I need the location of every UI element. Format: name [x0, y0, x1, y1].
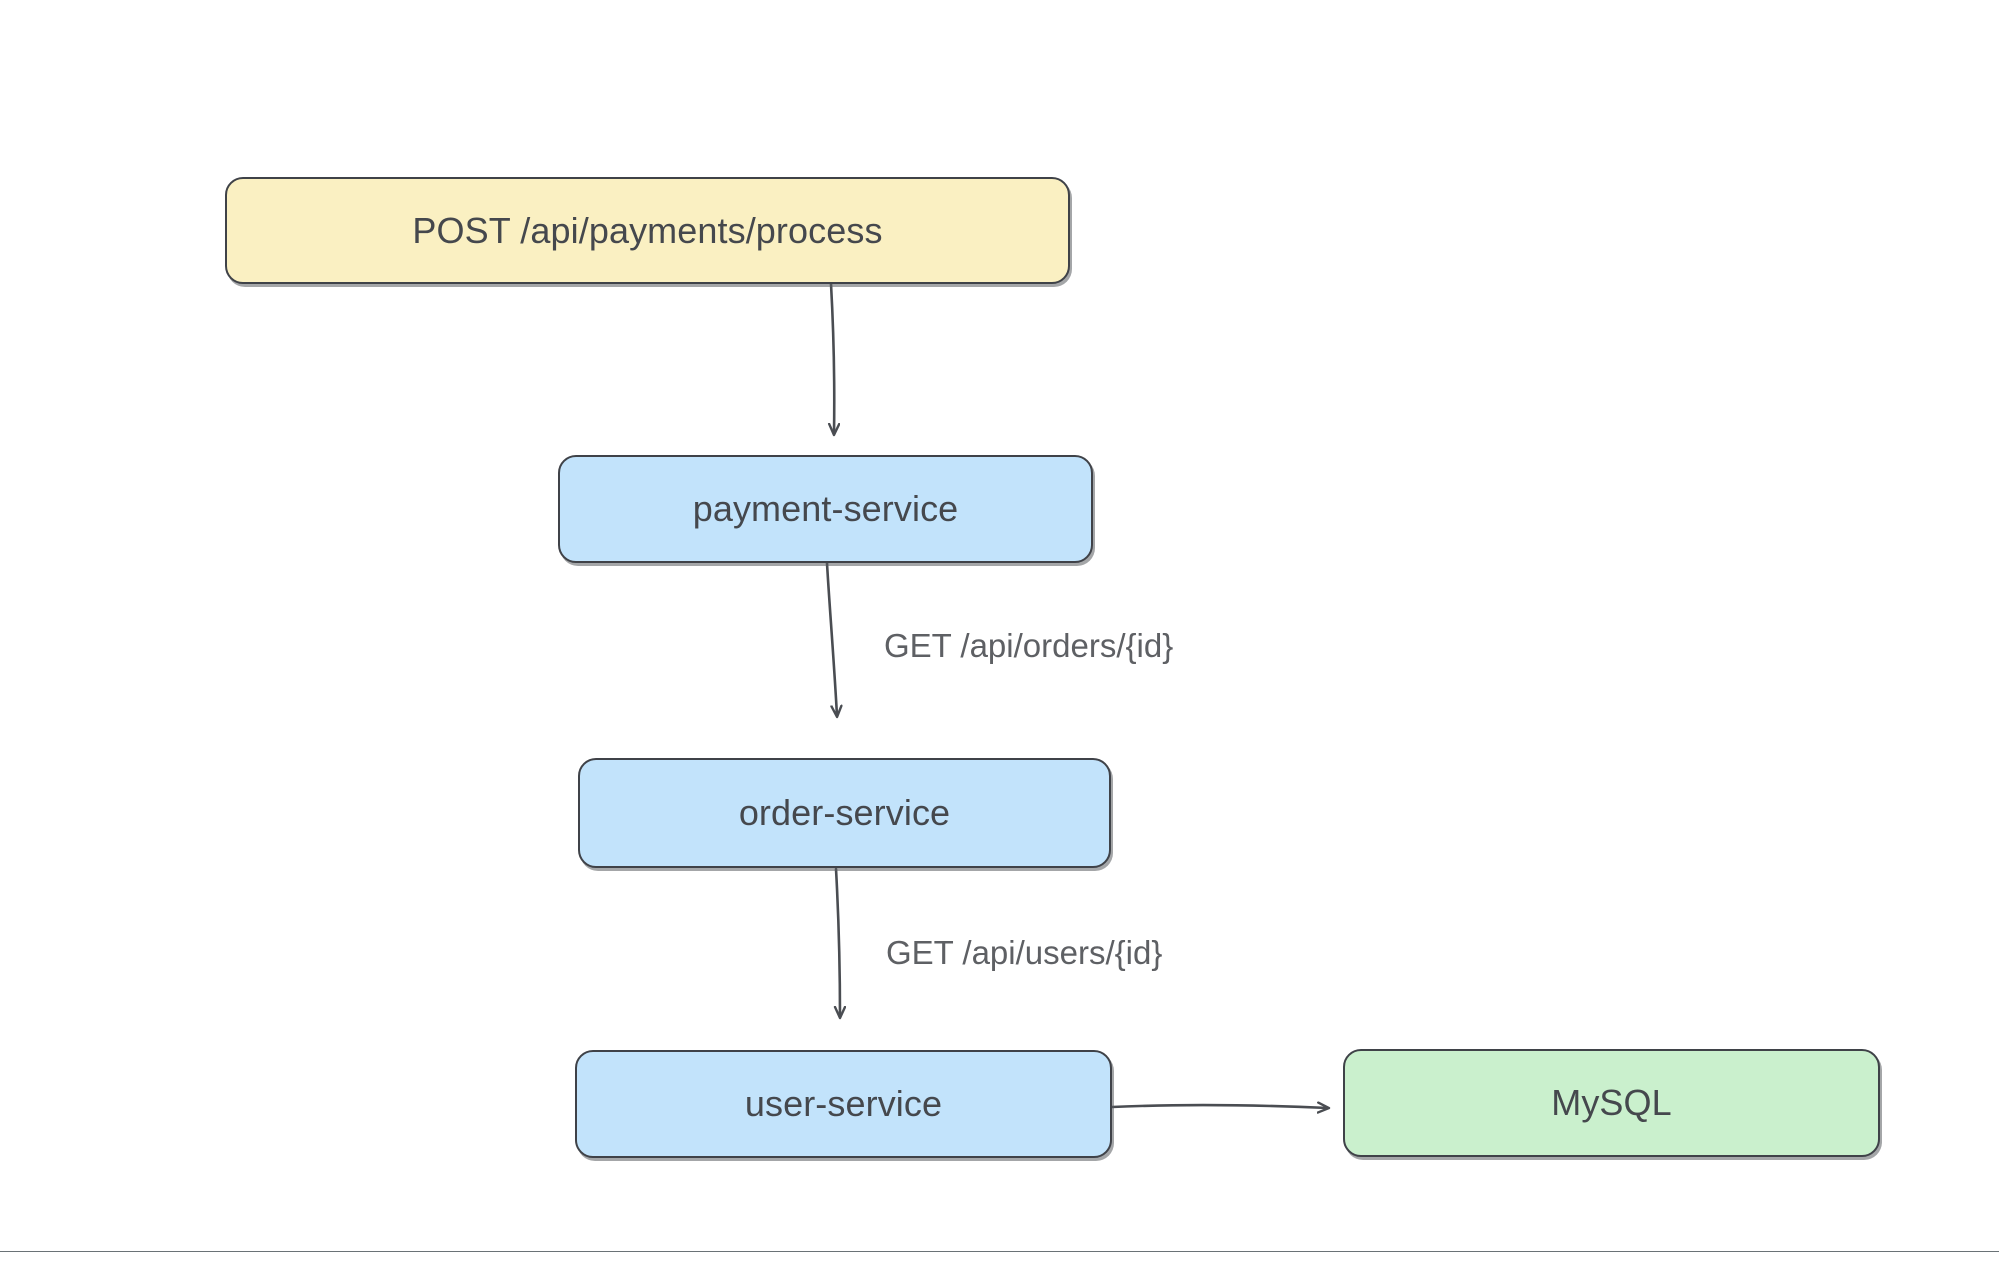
edge-label-get-orders: GET /api/orders/{id} — [884, 627, 1174, 664]
node-mysql-database-label: MySQL — [1551, 1082, 1672, 1123]
edge-label-get-users: GET /api/users/{id} — [886, 934, 1163, 971]
node-order-service-label: order-service — [738, 792, 951, 833]
edge-payment-service-to-order-service — [825, 561, 837, 716]
edge-order-service-to-user-service — [836, 867, 840, 1017]
node-api-endpoint[interactable]: POST /api/payments/process — [225, 177, 1070, 284]
node-payment-service-label: payment-service — [692, 488, 959, 529]
edge-user-service-to-mysql — [1110, 1105, 1328, 1108]
node-user-service-label: user-service — [744, 1083, 943, 1124]
node-payment-service[interactable]: payment-service — [558, 455, 1093, 563]
edge-endpoint-to-payment-service — [831, 282, 834, 434]
bottom-divider — [0, 1251, 1999, 1252]
node-order-service[interactable]: order-service — [578, 758, 1111, 868]
node-api-endpoint-label: POST /api/payments/process — [412, 209, 883, 251]
node-user-service[interactable]: user-service — [575, 1050, 1112, 1158]
node-mysql-database[interactable]: MySQL — [1343, 1049, 1880, 1157]
